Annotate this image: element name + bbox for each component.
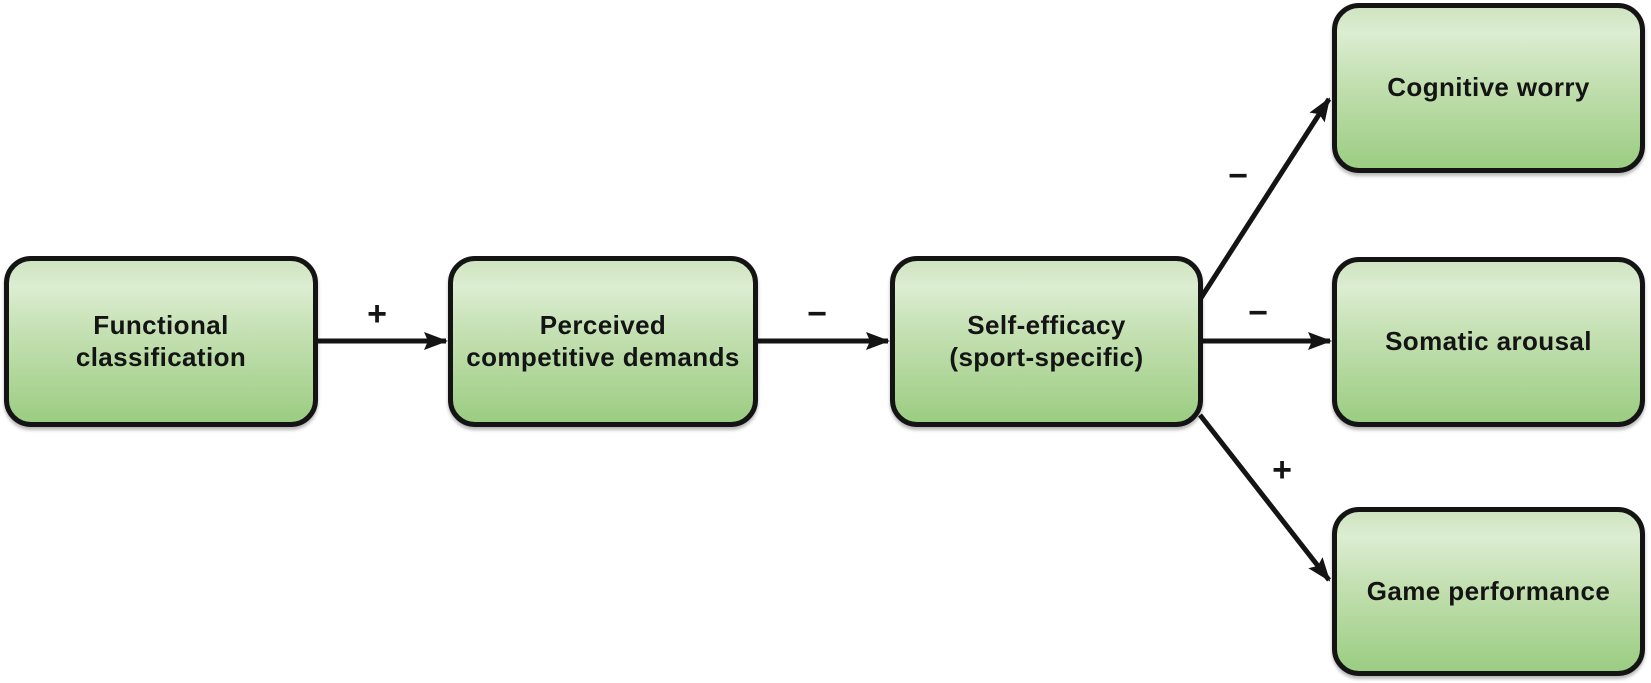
node-somatic-arousal: Somatic arousal [1332, 257, 1645, 427]
node-cognitive-worry: Cognitive worry [1332, 3, 1645, 173]
node-label: Perceived competitive demands [466, 309, 740, 372]
edge-sign-selfefficacy-to-cognitive-worry: − [1228, 157, 1248, 195]
edge-sign-selfefficacy-to-somatic-arousal: − [1248, 294, 1268, 332]
node-label: Functional classification [75, 309, 247, 372]
node-label: Somatic arousal [1385, 326, 1592, 357]
node-game-performance: Game performance [1332, 507, 1645, 676]
arrow-selfefficacy-to-game-performance [1198, 413, 1331, 582]
node-label: Game performance [1366, 575, 1611, 606]
node-label: Self-efficacy (sport-specific) [949, 309, 1144, 372]
edge-sign-selfefficacy-to-game-performance: + [1272, 451, 1292, 489]
node-functional-classification: Functional classification [4, 256, 318, 427]
node-perceived-competitive-demands: Perceived competitive demands [448, 256, 758, 427]
arrow-selfefficacy-to-cognitive-worry [1196, 97, 1332, 303]
edge-sign-perceived-to-selfefficacy: − [807, 295, 827, 333]
node-label: Cognitive worry [1387, 72, 1590, 103]
node-self-efficacy: Self-efficacy (sport-specific) [890, 256, 1203, 427]
edge-sign-functional-to-perceived: + [367, 295, 387, 333]
